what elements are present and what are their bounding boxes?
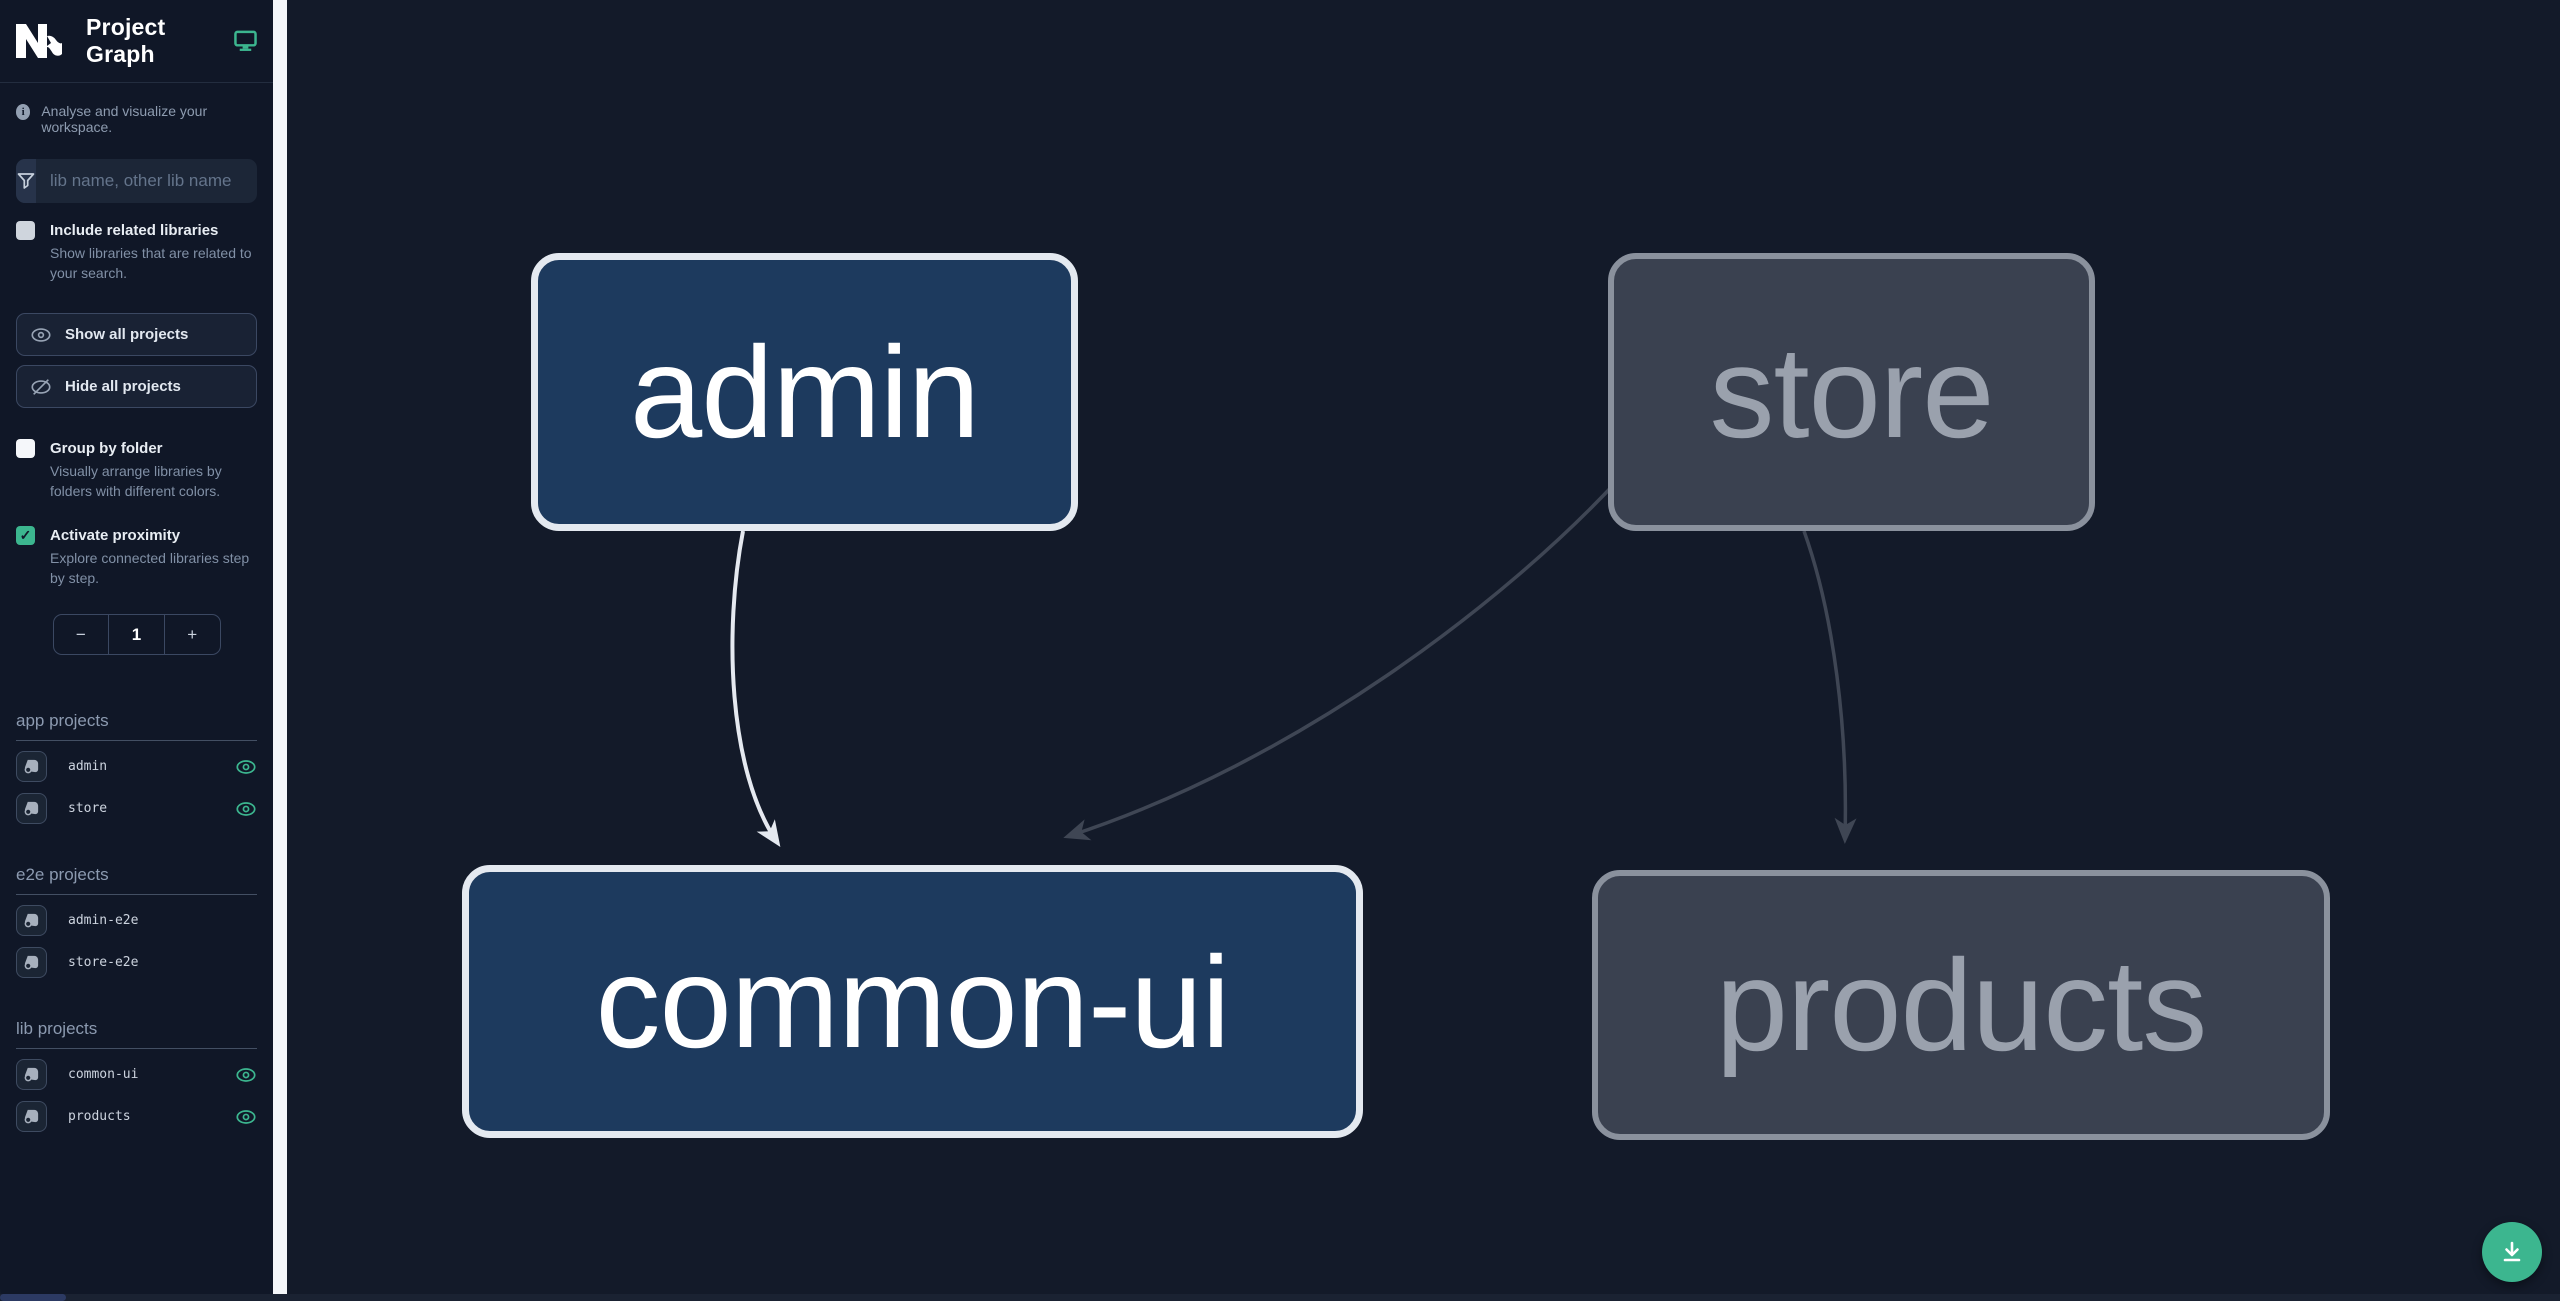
edge-store-to-common-ui[interactable] [1063, 478, 1620, 841]
app-title: Project Graph [86, 14, 166, 67]
focus-icon [24, 759, 39, 774]
edge-store-to-products[interactable] [1802, 530, 1857, 844]
focus-project-button[interactable] [16, 947, 47, 978]
focus-project-button[interactable] [16, 905, 47, 936]
search-input[interactable] [36, 159, 257, 203]
focus-project-button[interactable] [16, 751, 47, 782]
visibility-eye-icon[interactable] [235, 756, 257, 778]
project-name: store [68, 801, 108, 816]
focus-project-button[interactable] [16, 1059, 47, 1090]
graph-node-store[interactable]: store [1608, 253, 2095, 531]
project-row-store: store [16, 792, 257, 825]
filter-funnel-icon [16, 159, 36, 203]
eye-off-icon [31, 378, 51, 395]
visibility-eye-icon[interactable] [235, 1064, 257, 1086]
eye-icon [31, 327, 51, 342]
project-row-common-ui: common-ui [16, 1058, 257, 1091]
section-lib-projects: lib projects common-ui [0, 1019, 273, 1133]
hide-all-projects-label: Hide all projects [65, 378, 181, 395]
section-title: app projects [16, 711, 257, 741]
graph-node-products[interactable]: products [1592, 870, 2330, 1140]
node-label: common-ui [595, 928, 1231, 1075]
toggle-include-related[interactable]: ✓ Include related libraries Show librari… [0, 220, 273, 283]
visibility-eye-icon[interactable] [235, 1106, 257, 1128]
node-label: admin [629, 319, 980, 465]
visibility-eye-icon[interactable] [235, 798, 257, 820]
focus-project-button[interactable] [16, 1101, 47, 1132]
project-visibility-buttons: Show all projects Hide all projects [0, 313, 273, 408]
node-label: products [1715, 932, 2208, 1078]
include-related-label: Include related libraries [50, 222, 219, 239]
graph-canvas[interactable]: admin store common-ui products [287, 0, 2560, 1301]
project-name: admin [68, 759, 108, 774]
info-icon: i [16, 104, 31, 120]
focus-icon [24, 955, 39, 970]
sidebar-header: Project Graph [0, 0, 273, 83]
proximity-increment-button[interactable]: + [187, 624, 198, 644]
hide-all-projects-button[interactable]: Hide all projects [16, 365, 257, 408]
activate-proximity-label: Activate proximity [50, 527, 181, 544]
group-by-folder-checkbox[interactable]: ✓ [16, 439, 35, 458]
project-row-store-e2e: store-e2e [16, 946, 257, 979]
proximity-stepper: − 1 + [52, 614, 221, 655]
horizontal-scrollbar-thumb[interactable] [0, 1294, 66, 1301]
section-title: e2e projects [16, 865, 257, 895]
focus-icon [24, 1109, 39, 1124]
show-all-projects-button[interactable]: Show all projects [16, 313, 257, 356]
sidebar: Project Graph i Analyse and visualize yo… [0, 0, 273, 1301]
focus-icon [24, 801, 39, 816]
include-related-desc: Show libraries that are related to your … [50, 245, 252, 281]
graph-node-admin[interactable]: admin [531, 253, 1078, 531]
proximity-value: 1 [108, 615, 165, 654]
section-e2e-projects: e2e projects admin-e2e [0, 865, 273, 979]
group-by-folder-label: Group by folder [50, 440, 163, 457]
project-row-admin: admin [16, 750, 257, 783]
focus-icon [24, 1067, 39, 1082]
toggle-group-by-folder[interactable]: ✓ Group by folder Visually arrange libra… [0, 438, 273, 501]
project-name: admin-e2e [68, 913, 139, 928]
edge-admin-to-common-ui[interactable] [730, 530, 781, 847]
download-icon [2503, 1241, 2521, 1262]
proximity-decrement-button[interactable]: − [75, 624, 86, 644]
project-row-admin-e2e: admin-e2e [16, 904, 257, 937]
focus-project-button[interactable] [16, 793, 47, 824]
graph-edges [730, 478, 1857, 847]
toggle-activate-proximity[interactable]: ✓ Activate proximity Explore connected l… [0, 525, 273, 588]
section-app-projects: app projects admin [0, 711, 273, 825]
show-all-projects-label: Show all projects [65, 326, 189, 343]
filter-search-box [16, 159, 257, 203]
download-graph-button[interactable] [2482, 1222, 2542, 1282]
group-by-folder-desc: Visually arrange libraries by folders wi… [50, 463, 222, 499]
sidebar-resizer[interactable] [273, 0, 287, 1301]
activate-proximity-checkbox[interactable]: ✓ [16, 526, 35, 545]
activate-proximity-desc: Explore connected libraries step by step… [50, 550, 250, 586]
graph-node-common-ui[interactable]: common-ui [462, 865, 1363, 1138]
project-name: products [68, 1109, 131, 1124]
include-related-checkbox[interactable]: ✓ [16, 221, 35, 240]
project-name: common-ui [68, 1067, 139, 1082]
nx-logo [16, 24, 62, 58]
focus-icon [24, 913, 39, 928]
horizontal-scrollbar-track[interactable] [0, 1294, 2560, 1301]
section-title: lib projects [16, 1019, 257, 1049]
monitor-icon[interactable] [234, 30, 257, 52]
workspace-tagline: Analyse and visualize your workspace. [41, 103, 208, 135]
project-name: store-e2e [68, 955, 139, 970]
workspace-tagline-row: i Analyse and visualize your workspace. [0, 83, 273, 135]
project-row-products: products [16, 1100, 257, 1133]
node-label: store [1709, 319, 1994, 465]
